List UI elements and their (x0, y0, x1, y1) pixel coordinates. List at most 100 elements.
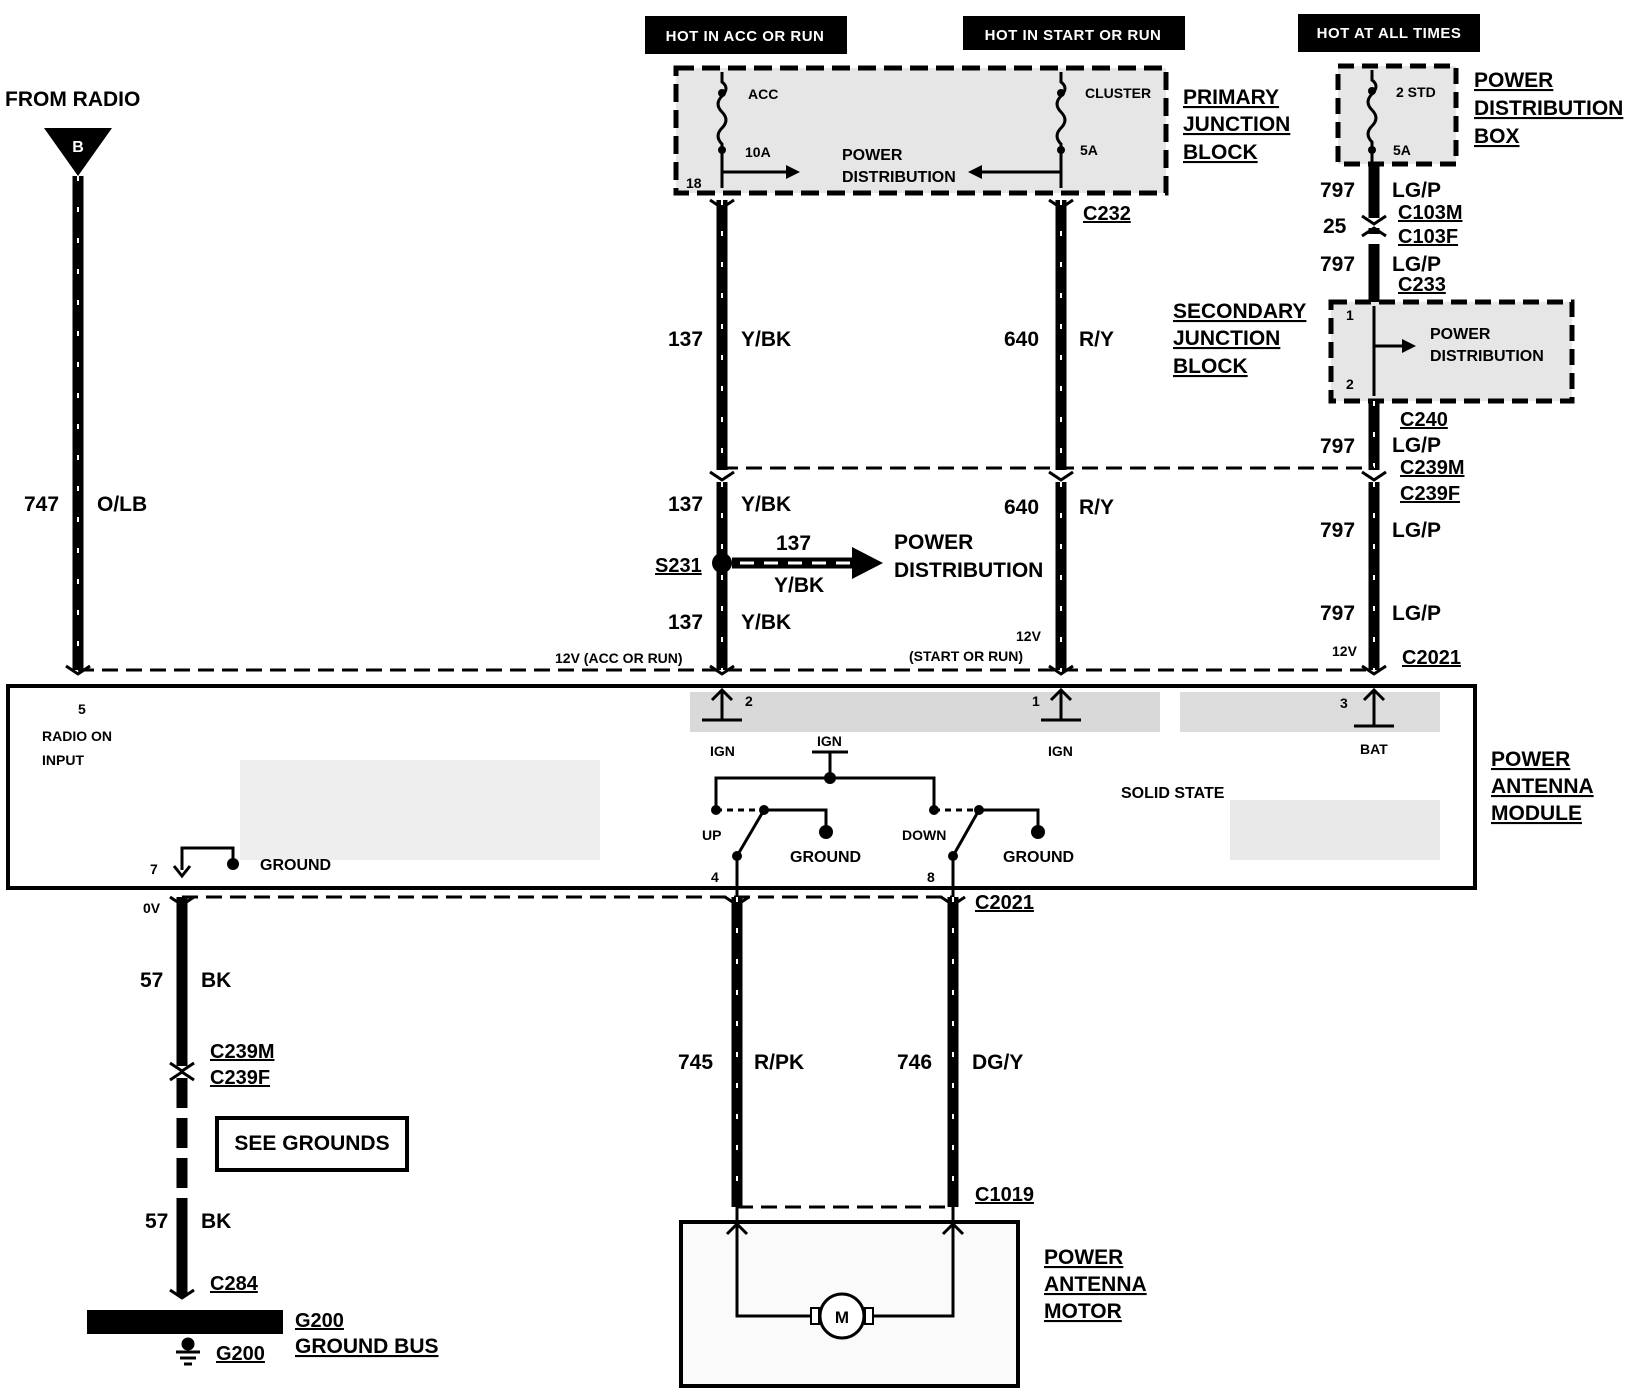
label-640-color-b: R/Y (1079, 496, 1114, 519)
pjb-fuse-acc: ACC (748, 86, 778, 102)
module-ign-center: IGN (817, 733, 842, 749)
label-57-color-b: BK (201, 1210, 231, 1233)
voltage-ground: 0V (143, 900, 161, 916)
pjb-title-1: PRIMARY (1183, 86, 1279, 109)
module-title-1: POWER (1491, 748, 1570, 771)
ground-bus-bar (87, 1310, 283, 1334)
sjb-power-dist-2: DISTRIBUTION (1430, 348, 1544, 365)
connector-c233: C233 (1398, 274, 1446, 296)
voltage-acc-run: 12V (ACC OR RUN) (555, 650, 683, 666)
module-pin-3: 3 (1340, 695, 1348, 711)
header-hot-acc-run: HOT IN ACC OR RUN (645, 16, 847, 54)
radio-connector-triangle (44, 128, 112, 176)
sjb-pin-2: 2 (1346, 376, 1354, 392)
label-137-color-a: Y/BK (741, 328, 791, 351)
module-radio-on-2: INPUT (42, 752, 84, 768)
see-grounds-box[interactable]: SEE GROUNDS (215, 1116, 409, 1172)
module-ground-down: GROUND (1003, 849, 1074, 866)
splice-num: 137 (776, 532, 811, 555)
connector-c232: C232 (1083, 203, 1131, 225)
sjb-power-dist-1: POWER (1430, 326, 1491, 343)
pjb-fuse-cluster: CLUSTER (1085, 85, 1151, 101)
connector-c1019: C1019 (975, 1184, 1034, 1206)
label-797-num-a: 797 (1320, 179, 1355, 202)
header-hot-start-run: HOT IN START OR RUN (963, 16, 1185, 50)
see-grounds-text: SEE GROUNDS (234, 1132, 389, 1155)
sjb-title-1: SECONDARY (1173, 300, 1306, 323)
label-745-num: 745 (678, 1051, 713, 1074)
module-pin-4: 4 (711, 869, 719, 885)
ground-bus-id: G200 (295, 1310, 344, 1332)
ground-icon (176, 1337, 200, 1366)
power-antenna-motor: M (679, 1207, 1020, 1388)
pdb-title-1: POWER (1474, 69, 1553, 92)
connector-c2021-top: C2021 (1402, 647, 1461, 669)
label-797-color-c: LG/P (1392, 434, 1441, 457)
voltage-start-run-v: 12V (1016, 628, 1042, 644)
splice-color: Y/BK (774, 574, 824, 597)
ground-id: G200 (216, 1343, 265, 1365)
splice-s231: S231 (655, 555, 702, 577)
sjb-title-3: BLOCK (1173, 355, 1248, 378)
pjb-power-dist-1: POWER (842, 147, 903, 164)
power-antenna-module: 5 RADIO ON INPUT 7 GROUND 2 IGN 1 IGN 3 … (6, 684, 1477, 897)
module-ground-1: GROUND (260, 857, 331, 874)
sjb-title-2: JUNCTION (1173, 327, 1280, 350)
splice-dest-1: POWER (894, 531, 973, 554)
connector-c240: C240 (1400, 409, 1448, 431)
pjb-fuse-cluster-rating: 5A (1080, 142, 1098, 158)
label-137-num-c: 137 (668, 611, 703, 634)
connector-c239f-left: C239F (210, 1067, 270, 1089)
label-747-num: 747 (24, 493, 59, 516)
motor-title-3: MOTOR (1044, 1300, 1122, 1323)
label-797-num-e: 797 (1320, 602, 1355, 625)
pdb-title-3: BOX (1474, 125, 1520, 148)
label-797-num-d: 797 (1320, 519, 1355, 542)
module-pin-2: 2 (745, 693, 753, 709)
pdb-fuse-rating: 5A (1393, 142, 1411, 158)
pjb-pin-18: 18 (686, 175, 702, 191)
motor-symbol: M (835, 1308, 849, 1327)
module-ign-left: IGN (710, 743, 735, 759)
label-797-num-b: 797 (1320, 253, 1355, 276)
label-57-num-b: 57 (145, 1210, 168, 1233)
label-25-num: 25 (1323, 215, 1347, 238)
label-57-color-a: BK (201, 969, 231, 992)
module-title-2: ANTENNA (1491, 775, 1594, 798)
module-pin-7: 7 (150, 861, 158, 877)
radio-connector-b: B (72, 139, 84, 156)
label-797-color-b: LG/P (1392, 253, 1441, 276)
pjb-fuse-acc-rating: 10A (745, 144, 771, 160)
module-solid-state: SOLID STATE (1121, 785, 1225, 802)
connector-c2021-bottom: C2021 (975, 892, 1034, 914)
label-745-color: R/PK (754, 1051, 804, 1074)
module-pin-1: 1 (1032, 693, 1040, 709)
pjb-title-3: BLOCK (1183, 141, 1258, 164)
label-746-color: DG/Y (972, 1051, 1023, 1074)
from-radio-label: FROM RADIO (5, 88, 140, 111)
label-797-num-c: 797 (1320, 435, 1355, 458)
label-57-num-a: 57 (140, 969, 163, 992)
module-bat: BAT (1360, 741, 1388, 757)
label-746-num: 746 (897, 1051, 932, 1074)
module-pin-8: 8 (927, 869, 935, 885)
label-137-num-b: 137 (668, 493, 703, 516)
motor-title-1: POWER (1044, 1246, 1123, 1269)
label-137-num-a: 137 (668, 328, 703, 351)
motor-title-2: ANTENNA (1044, 1273, 1147, 1296)
connector-c239m: C239M (1400, 457, 1464, 479)
connector-c103m: C103M (1398, 202, 1462, 224)
connector-c239f: C239F (1400, 483, 1460, 505)
label-797-color-d: LG/P (1392, 519, 1441, 542)
pjb-title-2: JUNCTION (1183, 113, 1290, 136)
label-640-num-a: 640 (1004, 328, 1039, 351)
primary-junction-block: ACC 10A 18 CLUSTER 5A POWER DISTRIBUTION (673, 65, 1169, 196)
header-hot-all-times-text: HOT AT ALL TIMES (1317, 25, 1462, 42)
header-hot-acc-run-text: HOT IN ACC OR RUN (666, 28, 825, 45)
label-797-color-e: LG/P (1392, 602, 1441, 625)
ground-bus-label: GROUND BUS (295, 1335, 439, 1358)
pdb-fuse-name: 2 STD (1396, 84, 1436, 100)
power-distribution-box: 2 STD 5A (1335, 63, 1459, 167)
header-hot-start-run-text: HOT IN START OR RUN (985, 27, 1162, 44)
module-radio-on-1: RADIO ON (42, 728, 112, 744)
